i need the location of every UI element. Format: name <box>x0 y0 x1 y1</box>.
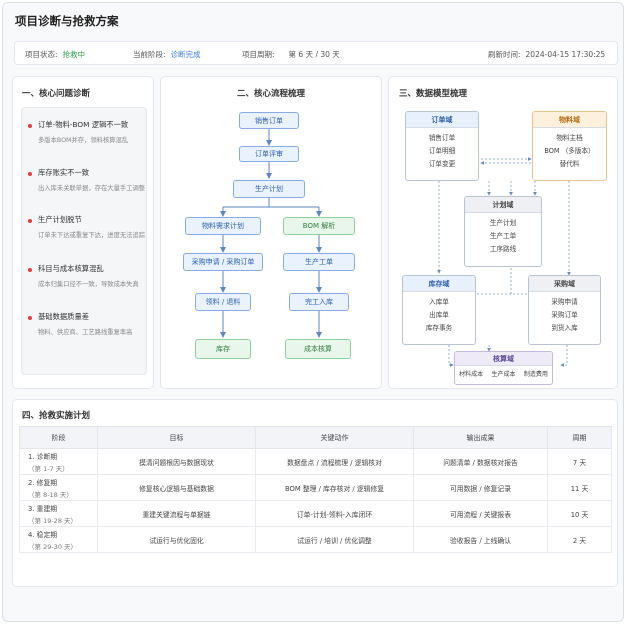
domain-cost[interactable]: 核算域 材料成本 生产成本 制造费用 <box>454 351 553 385</box>
table-header-row: 阶段 目标 关键动作 输出成果 周期 <box>19 426 612 449</box>
bullet-icon <box>28 124 32 128</box>
flow-arrows <box>220 129 322 338</box>
domain-order[interactable]: 订单域 销售订单 订单明细 订单变更 <box>405 111 479 181</box>
flow-panel: 二、核心流程梳理 销售订单 订单评审 生产计划 物料需求计划 BOM 解析 <box>160 76 382 389</box>
plan-panel: 四、抢救实施计划 阶段 目标 关键动作 输出成果 周期 1. 诊断期（第 1-7… <box>12 399 618 587</box>
bullet-icon <box>28 316 32 320</box>
table-row[interactable]: 1. 诊断期（第 1-7 天） 摸清问题根因与数据现状 数据盘点 / 流程梳理 … <box>19 448 612 475</box>
flow-node-inventory[interactable]: 库存 <box>195 339 251 359</box>
table-row[interactable]: 2. 修复期（第 8-18 天） 修复核心逻辑与基础数据 BOM 整理 / 库存… <box>19 474 612 501</box>
flow-node-mrp[interactable]: 物料需求计划 <box>185 217 261 235</box>
plan-title: 四、抢救实施计划 <box>22 411 91 421</box>
flow-node-purchase[interactable]: 采购申请 / 采购订单 <box>183 253 263 271</box>
domain-plan[interactable]: 计划域 生产计划 生产工单 工序路线 <box>464 196 542 267</box>
flow-node-order-review[interactable]: 订单评审 <box>239 146 299 162</box>
status-item-phase: 当前阶段:诊断完成 <box>133 50 201 59</box>
issue-list: 订单-物料-BOM 逻辑不一致多版本BOM并存，领料核算混乱 库存账实不一致出入… <box>21 107 147 375</box>
status-bar: 项目状态:抢救中 当前阶段:诊断完成 项目周期:第 6 天 / 30 天 刷新时… <box>14 41 618 65</box>
flow-node-costing[interactable]: 成本核算 <box>285 339 351 359</box>
model-panel: 三、数据模型梳理 订单域 <box>388 76 618 389</box>
flow-node-finish-in[interactable]: 完工入库 <box>289 293 349 311</box>
column-header: 阶段 <box>19 426 98 449</box>
status-item-cycle: 项目周期:第 6 天 / 30 天 <box>242 50 340 59</box>
plan-table: 阶段 目标 关键动作 输出成果 周期 1. 诊断期（第 1-7 天） 摸清问题根… <box>19 426 612 553</box>
domain-material[interactable]: 物料域 物料主档 BOM （多版本） 替代料 <box>532 111 607 181</box>
diagnosis-panel: 一、核心问题诊断 订单-物料-BOM 逻辑不一致多版本BOM并存，领料核算混乱 … <box>12 76 154 389</box>
column-header: 目标 <box>97 426 256 449</box>
column-header: 输出成果 <box>413 426 548 449</box>
table-row[interactable]: 4. 稳定期（第 29-30 天） 试运行与优化固化 试运行 / 培训 / 优化… <box>19 526 612 553</box>
bullet-icon <box>28 172 32 176</box>
status-badge: 抢救中 <box>62 50 86 59</box>
flow-node-sales-order[interactable]: 销售订单 <box>239 112 299 129</box>
flow-node-bom[interactable]: BOM 解析 <box>283 217 355 235</box>
flow-title: 二、核心流程梳理 <box>236 89 305 99</box>
table-row[interactable]: 3. 重建期（第 19-28 天） 重建关键流程与单据链 订单-计划-领料-入库… <box>19 500 612 527</box>
flow-node-work-order[interactable]: 生产工单 <box>283 253 355 271</box>
status-item-refresh: 刷新时间:2024-04-15 17:30:25 <box>488 50 606 59</box>
page-title: 项目诊断与抢救方案 <box>15 14 119 28</box>
bullet-icon <box>28 219 32 223</box>
flow-node-picking[interactable]: 领料 / 退料 <box>195 293 251 311</box>
column-header: 周期 <box>547 426 612 449</box>
flow-node-production-plan[interactable]: 生产计划 <box>233 180 305 198</box>
diagnosis-title: 一、核心问题诊断 <box>22 89 91 99</box>
domain-stock[interactable]: 库存域 入库单 出库单 库存事务 <box>402 275 476 345</box>
model-title: 三、数据模型梳理 <box>399 89 468 99</box>
status-item-state: 项目状态:抢救中 <box>25 50 86 59</box>
column-header: 关键动作 <box>255 426 414 449</box>
bullet-icon <box>28 268 32 272</box>
domain-purchase[interactable]: 采购域 采购申请 采购订单 到货入库 <box>528 275 601 345</box>
